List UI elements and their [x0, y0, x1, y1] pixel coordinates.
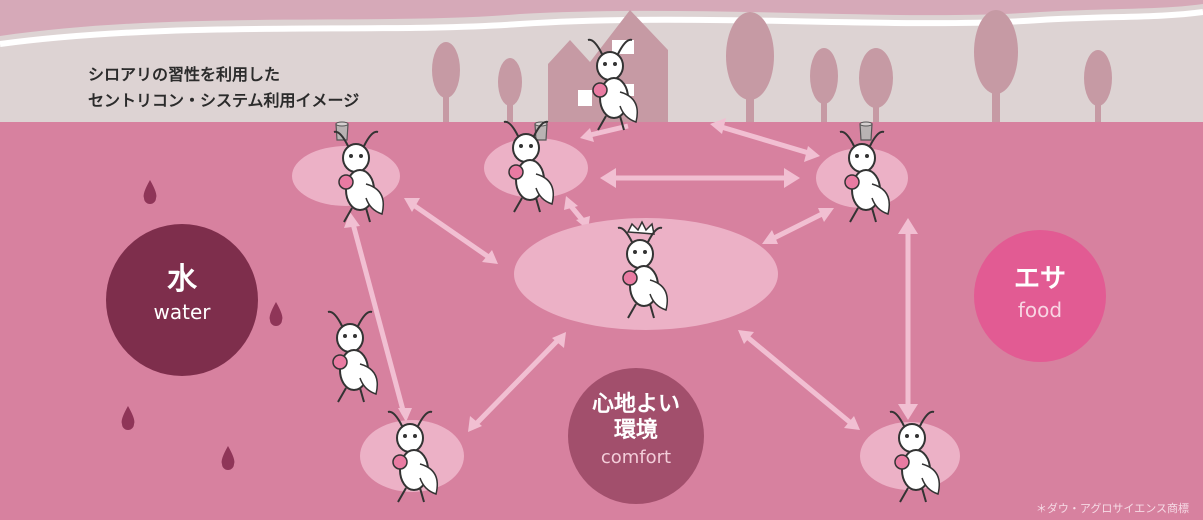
double-arrow-icon	[468, 332, 566, 432]
tree-icon	[810, 48, 838, 124]
banner-border	[0, 9, 1203, 47]
tree-icon	[498, 58, 522, 124]
caption-line-1: シロアリの習性を利用した	[88, 65, 281, 84]
tree-icon	[974, 10, 1018, 124]
tree-icon	[1084, 50, 1112, 124]
double-arrow-icon	[710, 118, 820, 162]
top-banner	[0, 0, 1203, 36]
double-arrow-icon	[762, 208, 834, 244]
food-label-jp: エサ	[1013, 264, 1066, 294]
tree-icon	[726, 12, 774, 124]
trademark-footnote: ＊ダウ・アグロサイエンス商標	[1035, 502, 1189, 515]
comfort-label-jp-2: 環境	[613, 418, 658, 443]
comfort-label: 心地よい 環境 comfort	[568, 392, 704, 472]
food-label: エサ food	[974, 262, 1106, 324]
bait-station-icon	[859, 121, 873, 141]
double-arrow-icon	[344, 212, 412, 422]
comfort-circle	[568, 368, 704, 504]
double-arrow-icon	[600, 168, 800, 188]
double-arrow-icon	[404, 198, 498, 264]
queen-termite-icon	[617, 220, 669, 319]
food-label-en: food	[1017, 298, 1063, 322]
food-circle	[974, 230, 1106, 362]
trees	[432, 10, 1112, 124]
diagram-caption: シロアリの習性を利用した セントリコン・システム利用イメージ	[88, 62, 359, 114]
comfort-label-en: comfort	[600, 447, 672, 468]
water-label-jp: 水	[167, 262, 197, 297]
termites	[327, 38, 941, 503]
double-arrow-icon	[738, 330, 860, 430]
arrows	[344, 118, 918, 432]
water-circle	[106, 224, 258, 376]
water-label: 水 water	[106, 262, 258, 326]
tree-icon	[859, 48, 893, 124]
double-arrow-icon	[898, 218, 918, 420]
tree-icon	[432, 42, 460, 124]
water-label-en: water	[153, 300, 211, 324]
double-arrow-icon	[580, 123, 629, 142]
comfort-label-jp-1: 心地よい	[591, 392, 680, 417]
caption-line-2: セントリコン・システム利用イメージ	[88, 91, 360, 110]
